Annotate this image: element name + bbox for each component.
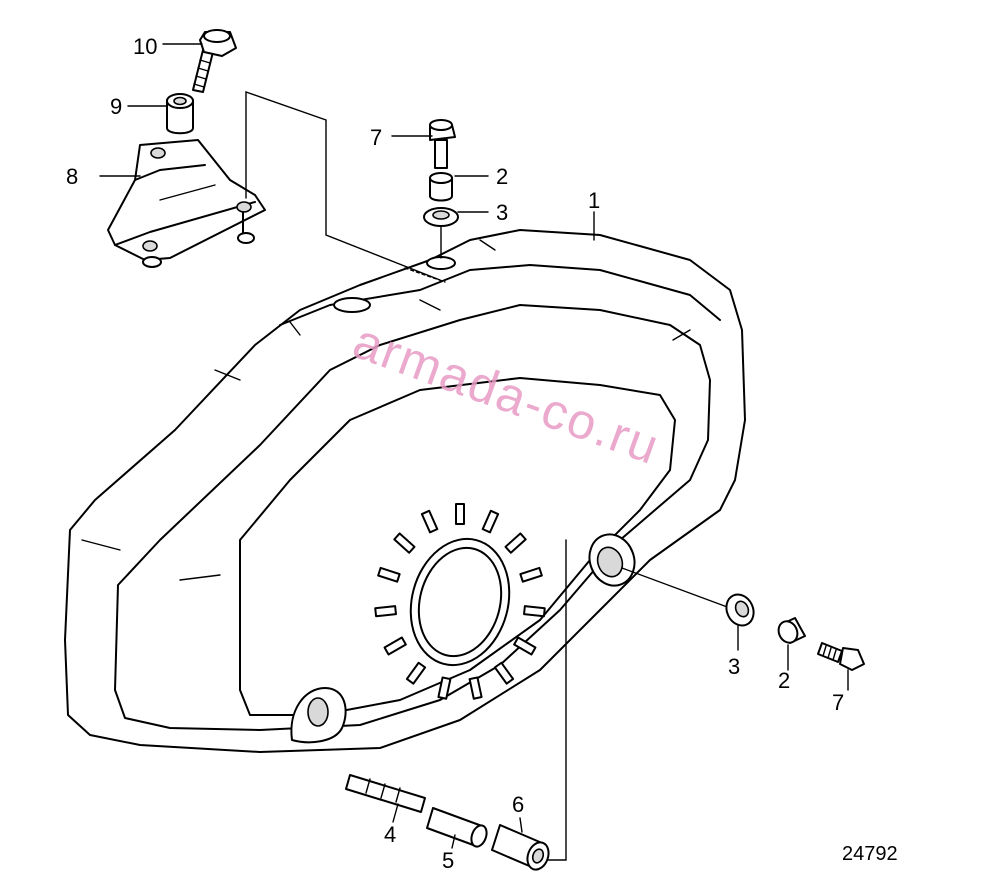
bolt-part-7-right [817, 642, 865, 671]
vent-slot [519, 566, 543, 583]
vent-slot [393, 532, 416, 554]
assembly-line-bottom [547, 539, 567, 861]
dowel-part-4 [345, 774, 426, 813]
vent-slot [437, 676, 452, 700]
label-1: 1 [588, 188, 600, 213]
vent-slot [383, 636, 407, 656]
timing-cover-part-1 [64, 229, 746, 753]
spacer-part-9 [166, 93, 194, 135]
vent-slot [377, 566, 401, 583]
vent-slot [504, 532, 527, 554]
label-9: 9 [110, 94, 122, 119]
label-7-top: 7 [370, 125, 382, 150]
vent-slot [374, 605, 397, 618]
vent-slot [493, 661, 515, 685]
sleeve-part-6 [491, 824, 550, 871]
vent-slot [455, 503, 465, 525]
vent-slots [374, 503, 546, 700]
leader-lines [99, 43, 849, 849]
label-8: 8 [66, 164, 78, 189]
assembly-line-left [245, 91, 441, 281]
vent-slot [468, 676, 483, 700]
label-6: 6 [512, 792, 524, 817]
drawing-number: 24792 [842, 843, 898, 865]
spacer-part-2-top [429, 172, 453, 202]
cover-outline [64, 229, 746, 753]
vent-slot [513, 636, 537, 656]
label-3-top: 3 [496, 200, 508, 225]
cover-inner-rim [114, 304, 711, 731]
assembly-line-right [621, 567, 731, 609]
label-10: 10 [133, 34, 157, 59]
seal-opening [409, 537, 511, 667]
label-4: 4 [384, 822, 396, 847]
vent-slot [481, 509, 500, 534]
vent-slot [523, 605, 546, 618]
label-7-right: 7 [832, 690, 844, 715]
bolt-part-10 [192, 29, 237, 93]
spacer-part-2-right [777, 617, 806, 644]
label-2-right: 2 [778, 668, 790, 693]
label-3-right: 3 [728, 654, 740, 679]
top-mount-hole [426, 256, 456, 270]
vent-slot [420, 509, 439, 534]
label-5: 5 [442, 848, 454, 873]
top-hole [333, 297, 371, 313]
bracket-part-8 [107, 139, 266, 268]
bolt-part-7-top [429, 119, 456, 169]
bracket-plate [107, 139, 266, 261]
washer-part-3-right [725, 593, 755, 627]
vent-slot [405, 661, 427, 685]
washer-part-3-top [423, 207, 459, 227]
label-2-top: 2 [496, 164, 508, 189]
dowel-part-5 [426, 807, 488, 848]
